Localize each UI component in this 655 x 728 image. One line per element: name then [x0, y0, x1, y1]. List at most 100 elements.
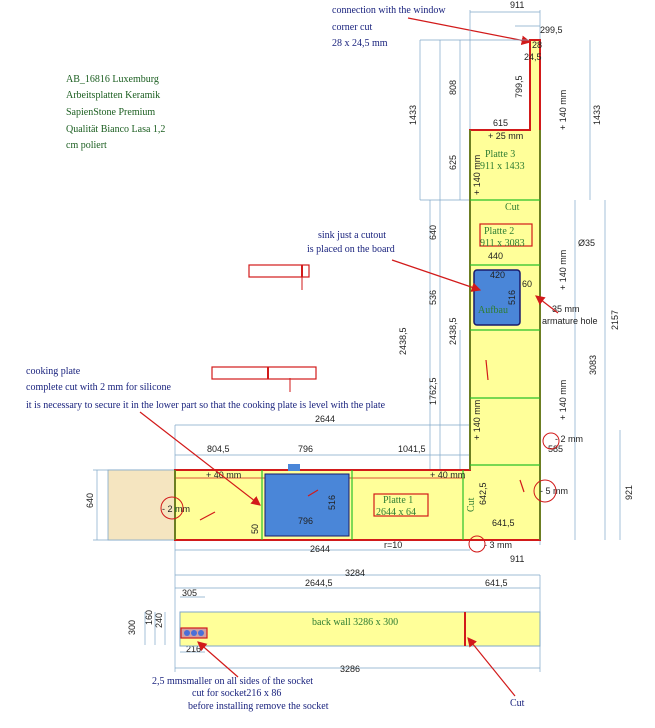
- plate-joints: [174, 130, 541, 540]
- cooktop-cutout: [264, 473, 350, 537]
- project-info: AB_16816 Luxemburg Arbeitsplatten Kerami…: [66, 74, 165, 151]
- dim-1433-right: 1433: [592, 105, 602, 125]
- socket-hole-1: [184, 630, 190, 636]
- tolerance-right: [533, 479, 557, 503]
- socket-hole-2: [191, 630, 197, 636]
- note-sink-1: sink just a cutout: [318, 230, 386, 241]
- note-corner-cut: corner cut: [332, 22, 372, 33]
- dim-1762: 1762,5: [428, 377, 438, 405]
- backwall: [179, 611, 541, 647]
- note-armature: armature hole: [542, 316, 598, 326]
- dim-2mm-right: - 2 mm: [555, 434, 583, 444]
- dim-140-right-c: + 140 mm: [558, 380, 568, 420]
- dim-3284: 3284: [345, 568, 365, 578]
- dim-28: 28: [532, 40, 542, 50]
- dim-536: 536: [428, 290, 438, 305]
- arrow-backwall-cut: [467, 637, 516, 697]
- note-sink-2: is placed on the board: [307, 244, 395, 255]
- plate2-box: [479, 223, 533, 247]
- info-line-5: cm poliert: [66, 140, 107, 151]
- plate1-box: [373, 493, 429, 517]
- dim-911-top: 911: [510, 0, 524, 10]
- dim-799: 799,5: [514, 75, 524, 98]
- plate2-name: Platte 2: [484, 226, 514, 237]
- dim-641-b: 641,5: [485, 578, 508, 588]
- dim-615: 615: [493, 118, 508, 128]
- dim-2644-bot: 2644: [310, 544, 330, 554]
- note-cooking-2: complete cut with 2 mm for silicone: [26, 382, 172, 393]
- dim-2438-5b: 2438,5: [448, 317, 458, 345]
- dim-804: 804,5: [207, 444, 230, 454]
- dim-1433-left: 1433: [408, 105, 418, 125]
- dimension-labels: 911 299,5 28 24,5 808 799,5 1433 1433 62…: [85, 0, 634, 674]
- dim-640-left: 640: [85, 493, 95, 508]
- arrow-cooking: [139, 411, 261, 506]
- info-line-4: Qualität Bianco Lasa 1,2: [66, 124, 165, 135]
- dim-808: 808: [448, 80, 458, 95]
- tolerance-top: [542, 432, 560, 450]
- dim-641: 641,5: [492, 518, 515, 528]
- plate3-size: 911 x 1433: [480, 161, 525, 172]
- note-corner-cut-size: 28 x 24,5 mm: [332, 38, 388, 49]
- cooktop-marker: [288, 464, 300, 471]
- dim-300: 300: [127, 620, 137, 635]
- plate1-name: Platte 1: [383, 495, 413, 506]
- sink-label: Aufbau: [478, 305, 508, 316]
- note-window-connection: connection with the window: [332, 5, 446, 16]
- info-line-2: Arbeitsplatten Keramik: [66, 90, 160, 101]
- dim-35: Ø35: [578, 238, 595, 248]
- dim-140-top: + 140 mm: [472, 155, 482, 195]
- dim-r10: r=10: [384, 540, 402, 550]
- dim-240: 240: [154, 613, 164, 628]
- sink-cutout: [473, 269, 521, 326]
- dim-3mm: - 3 mm: [484, 540, 512, 550]
- dim-1041: 1041,5: [398, 444, 426, 454]
- dim-440: 440: [488, 251, 503, 261]
- plate1-size: 2644 x 64: [376, 507, 416, 518]
- dim-140-right-b: + 140 mm: [558, 90, 568, 130]
- dim-921: 921: [624, 485, 634, 500]
- dim-585: 585: [548, 444, 563, 454]
- dim-2644-top: 2644: [315, 414, 335, 424]
- dim-140-right-a: + 140 mm: [558, 250, 568, 290]
- tolerance-left: [160, 496, 184, 520]
- arrow-armature: [535, 295, 559, 314]
- dim-40mm: + 40 mm: [430, 470, 465, 480]
- dim-420: 420: [490, 270, 505, 280]
- plate2-size: 911 x 3083: [480, 238, 525, 249]
- backwall-label: back wall 3286 x 300: [312, 617, 398, 628]
- dim-140-mid: + 140 mm: [472, 400, 482, 440]
- dim-2mm-left: - 2 mm: [162, 504, 190, 514]
- dim-2157: 2157: [610, 310, 620, 330]
- dim-516-cook: 516: [327, 495, 337, 510]
- dim-24: 24,5: [524, 52, 542, 62]
- note-armature-dim: 35 mm: [552, 304, 580, 314]
- plate3-name: Platte 3: [485, 149, 515, 160]
- dim-3286: 3286: [340, 664, 360, 674]
- note-socket-2: cut for socket216 x 86: [192, 688, 281, 699]
- note-socket-3: before installing remove the socket: [188, 701, 329, 712]
- info-line-3: SapienStone Premium: [66, 107, 155, 118]
- arrow-window: [407, 17, 532, 46]
- arrow-sink: [391, 259, 482, 292]
- dim-640-mid: 640: [428, 225, 438, 240]
- note-backwall-cut: Cut: [510, 698, 525, 709]
- dim-5mm: - 5 mm: [540, 486, 568, 496]
- dim-911-low: 911: [510, 554, 524, 564]
- socket-hole-3: [198, 630, 204, 636]
- info-line-1: AB_16816 Luxemburg: [66, 74, 159, 85]
- dim-40mm-left: + 40 mm: [206, 470, 241, 480]
- dim-2438-5: 2438,5: [398, 327, 408, 355]
- dim-642: 642,5: [478, 482, 488, 505]
- note-cooking-1: cooking plate: [26, 366, 81, 377]
- note-cooking-3: it is necessary to secure it in the lowe…: [26, 400, 386, 411]
- cut-upper: Cut: [505, 202, 520, 213]
- note-socket-1: 2,5 mmsmaller on all sides of the socket: [152, 676, 313, 687]
- dim-2644-5: 2644,5: [305, 578, 333, 588]
- dim-796-top: 796: [298, 444, 313, 454]
- dim-516-sink: 516: [507, 290, 517, 305]
- dim-25mm: + 25 mm: [488, 131, 523, 141]
- dim-50: 50: [250, 524, 260, 534]
- dim-625: 625: [448, 155, 458, 170]
